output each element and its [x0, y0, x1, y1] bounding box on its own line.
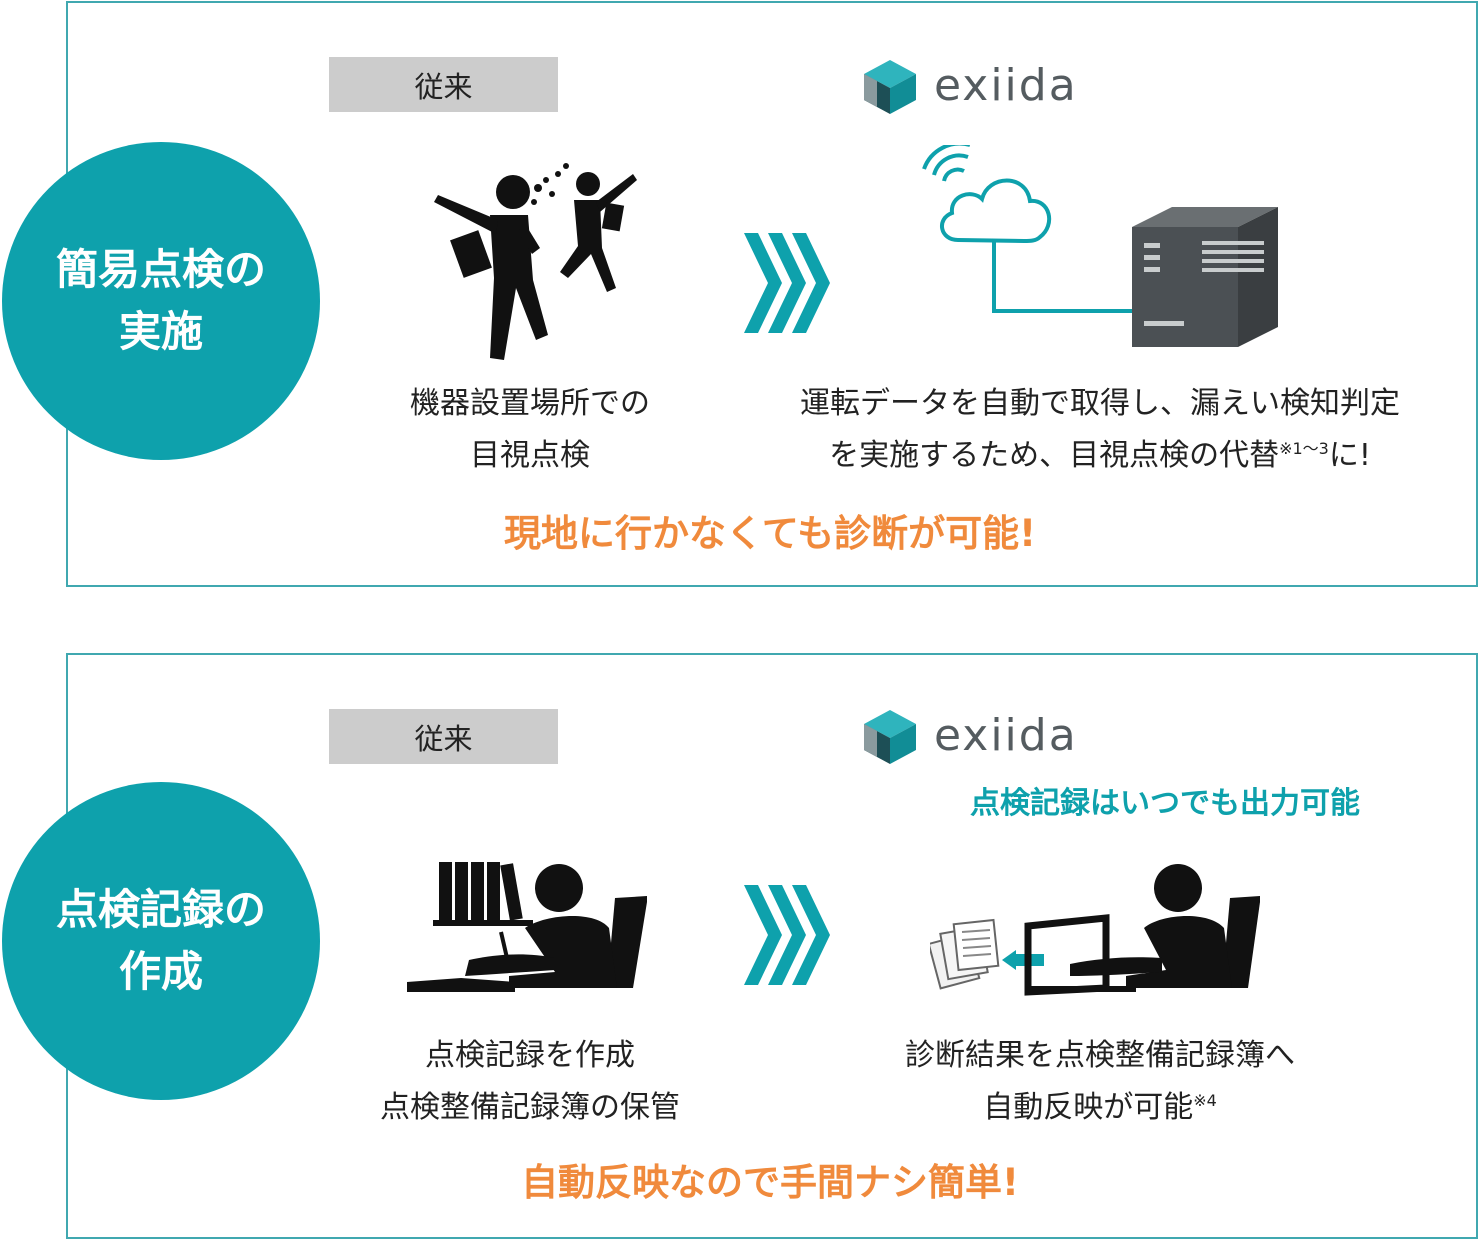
footnote-ref: ※1～3	[1279, 439, 1329, 458]
benefit-headline: 自動反映なので手間ナシ簡単!	[521, 1161, 1019, 1204]
section-badge-line1: 点検記録の	[55, 885, 266, 934]
old-method-description: 点検記録を作成 点検整備記録簿の保管	[350, 1030, 710, 1134]
benefit-headline: 現地に行かなくても診断が可能!	[504, 512, 1036, 555]
computer-worker-icon	[930, 864, 1260, 996]
documents-icon	[930, 918, 1000, 990]
server-icon	[1132, 207, 1278, 347]
section-badge-line2: 作成	[118, 947, 203, 996]
walking-inspectors-icon	[434, 163, 637, 360]
new-desc-line1: 診断結果を点検整備記録簿へ	[905, 1038, 1295, 1073]
logo-wordmark: exiida	[934, 60, 1078, 111]
new-desc-line2-text: 自動反映が可能	[983, 1090, 1194, 1125]
old-method-description: 機器設置場所での 目視点検	[380, 378, 680, 482]
new-desc-line2-end: に!	[1328, 438, 1371, 473]
conventional-label: 従来	[329, 709, 558, 764]
new-method-description: 診断結果を点検整備記録簿へ 自動反映が可能※4	[820, 1030, 1380, 1134]
feature-note: 点検記録はいつでも出力可能	[970, 786, 1360, 821]
section-badge-simple-inspection: 簡易点検の 実施	[2, 142, 320, 460]
exiida-logo-icon: exiida	[864, 60, 1078, 114]
chevron-arrows-icon	[744, 233, 830, 333]
old-desc-line2: 目視点検	[470, 438, 590, 473]
conventional-label: 従来	[329, 57, 558, 112]
new-desc-line2: 自動反映が可能※4	[820, 1082, 1380, 1134]
new-desc-line2: を実施するため、目視点検の代替※1～3に!	[760, 430, 1440, 482]
section-badge-inspection-record: 点検記録の 作成	[2, 782, 320, 1100]
chevron-arrows-icon	[744, 885, 830, 985]
old-desc-line1: 機器設置場所での	[410, 386, 650, 421]
exiida-logo-icon: exiida	[864, 710, 1078, 764]
section-badge-line2: 実施	[118, 307, 203, 356]
new-desc-line1: 運転データを自動で取得し、漏えい検知判定	[800, 386, 1400, 421]
section-badge-line1: 簡易点検の	[55, 245, 266, 294]
logo-wordmark: exiida	[934, 710, 1078, 761]
footnote-ref: ※4	[1193, 1091, 1217, 1110]
desk-worker-icon	[407, 862, 647, 992]
new-method-description: 運転データを自動で取得し、漏えい検知判定 を実施するため、目視点検の代替※1～3…	[760, 378, 1440, 482]
old-desc-line2: 点検整備記録簿の保管	[380, 1090, 680, 1125]
new-desc-line2-text: を実施するため、目視点検の代替	[829, 438, 1280, 473]
old-desc-line1: 点検記録を作成	[425, 1038, 635, 1073]
cloud-wifi-icon	[922, 145, 1278, 347]
